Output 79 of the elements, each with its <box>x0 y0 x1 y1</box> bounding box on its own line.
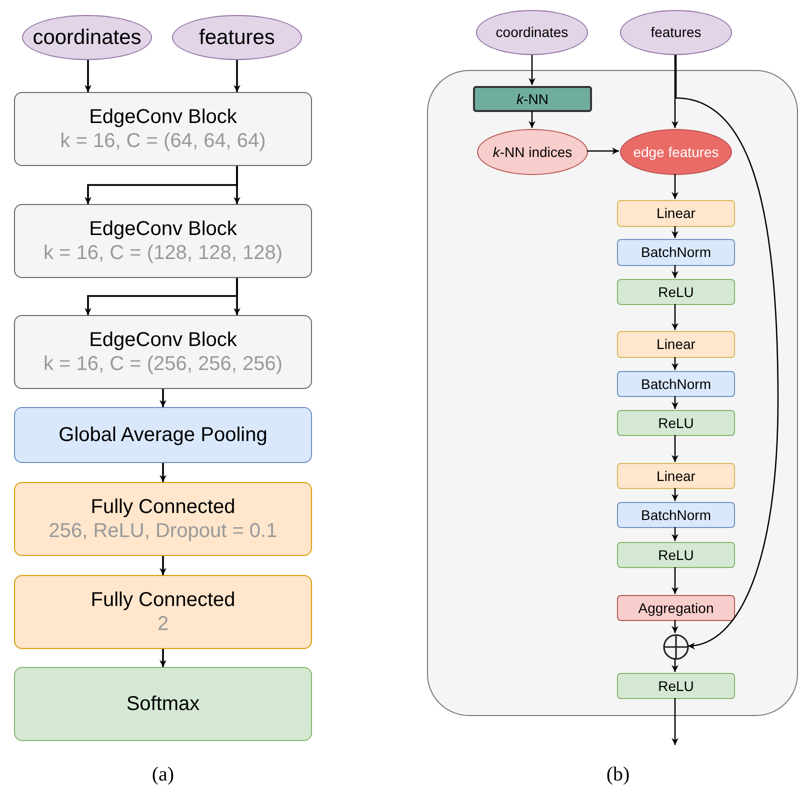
node-label: Fully Connected <box>90 495 236 519</box>
arrow <box>672 435 678 462</box>
layer-box <box>617 410 735 436</box>
arrow <box>672 226 678 238</box>
layer-box <box>14 482 312 556</box>
arrow <box>672 174 678 199</box>
arrow <box>672 567 678 594</box>
node-label: ReLU <box>658 414 694 432</box>
arrow <box>672 55 678 128</box>
node-detail: k = 16, C = (64, 64, 64) <box>60 129 266 153</box>
layer-box <box>14 92 312 166</box>
arrow <box>587 148 619 154</box>
sum-circle <box>663 634 689 660</box>
node-label: EdgeConv Block <box>89 217 237 241</box>
layer-box <box>617 239 735 266</box>
layer-box <box>617 595 735 621</box>
arrow <box>672 357 678 370</box>
node-detail: 2 <box>157 612 169 636</box>
panel-label: (a) <box>152 764 174 786</box>
arrow <box>672 396 678 409</box>
arrow <box>672 527 678 541</box>
arrow <box>672 620 678 633</box>
node-label: ReLU <box>658 678 694 694</box>
node-label: Linear <box>656 205 696 222</box>
arrow <box>84 60 92 92</box>
node-label: BatchNorm <box>640 376 712 392</box>
layer-box <box>14 575 312 649</box>
node-label: k-NN indices <box>492 144 572 160</box>
node-label: k-NN <box>516 90 548 108</box>
layer-box <box>14 204 312 278</box>
layer-box <box>14 667 312 741</box>
node-label: Linear <box>656 336 696 353</box>
arrow <box>675 55 779 648</box>
layer-box <box>617 502 735 528</box>
arrow <box>234 60 240 92</box>
node-label: EdgeConv Block <box>89 328 237 352</box>
layer-box <box>14 407 312 463</box>
panel-label: (b) <box>606 764 630 786</box>
node-label: Fully Connected <box>90 588 236 612</box>
node-detail: 256, ReLU, Dropout = 0.1 <box>48 519 278 543</box>
block-container <box>427 70 798 716</box>
arrow <box>160 556 166 575</box>
node-label: EdgeConv Block <box>89 105 237 129</box>
node-detail: k = 16, C = (128, 128, 128) <box>43 241 283 265</box>
node-label: coordinates <box>496 24 568 41</box>
node-label: Aggregation <box>638 600 714 616</box>
node-label: features <box>199 24 275 50</box>
node-label: Global Average Pooling <box>58 423 268 447</box>
arrow <box>160 389 166 407</box>
node-label: ReLU <box>658 546 694 564</box>
node-label: BatchNorm <box>640 244 712 261</box>
layer-box <box>617 331 735 358</box>
layer-box <box>14 315 312 389</box>
node-label: edge features <box>633 144 719 160</box>
arrow <box>672 304 678 330</box>
node-label: ReLU <box>658 284 694 300</box>
arrow <box>672 659 678 672</box>
node-label: BatchNorm <box>640 506 712 524</box>
arrow <box>84 166 238 204</box>
arrow <box>672 488 678 501</box>
arrow <box>160 463 166 482</box>
knn-box <box>473 86 592 112</box>
layer-box <box>617 463 735 489</box>
layer-box <box>617 673 735 699</box>
node-label: Linear <box>656 468 696 484</box>
node-label: Softmax <box>126 692 200 716</box>
arrow <box>528 55 536 85</box>
arrow <box>160 649 166 667</box>
layer-box <box>617 200 735 227</box>
layer-box <box>617 279 735 305</box>
node-label: features <box>650 24 702 41</box>
arrow <box>528 111 536 128</box>
arrow <box>672 265 678 278</box>
node-detail: k = 16, C = (256, 256, 256) <box>43 352 283 376</box>
arrow <box>672 698 678 745</box>
layer-box <box>617 371 735 397</box>
layer-box <box>617 542 735 568</box>
arrow <box>84 278 238 315</box>
node-label: coordinates <box>32 24 142 50</box>
